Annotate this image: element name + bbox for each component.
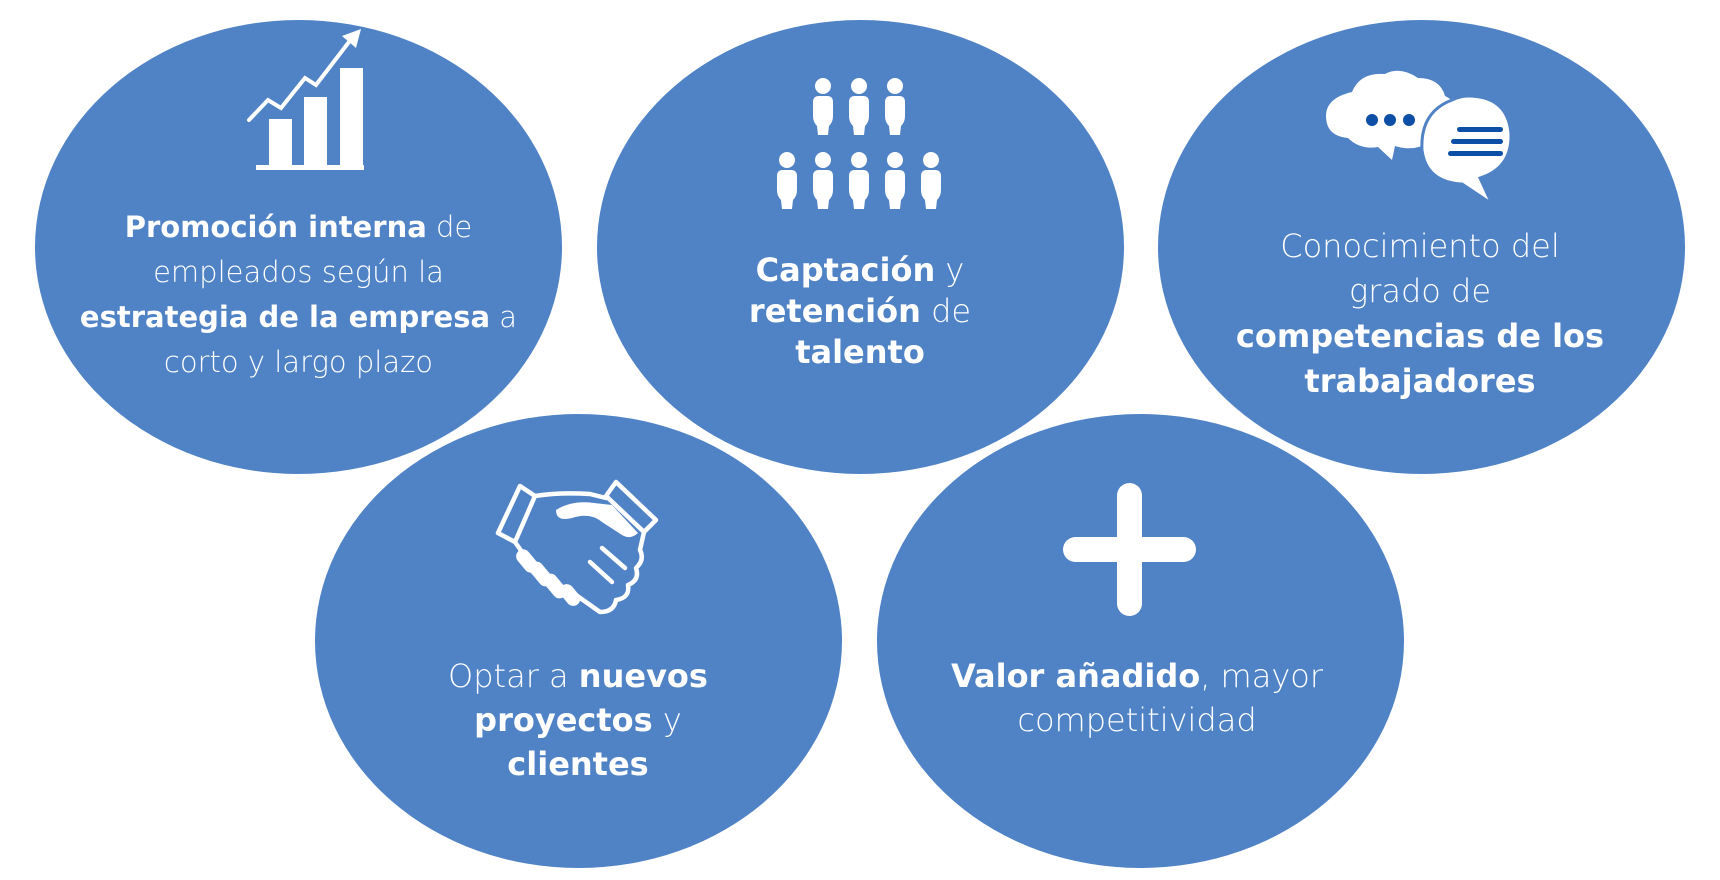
- bubble-text-proyectos: Optar a nuevos proyectos y clientes: [358, 654, 798, 786]
- text-line: retención de: [748, 292, 972, 330]
- text-line: trabajadores: [1304, 362, 1536, 400]
- bubble-nuevos-proyectos: [315, 414, 842, 868]
- chat-bubbles-icon: [1326, 70, 1513, 209]
- text-line: clientes: [507, 745, 649, 783]
- text-line: Conocimiento del: [1280, 227, 1560, 265]
- text-line: corto y largo plazo: [163, 345, 434, 379]
- bubble-text-valor: Valor añadido, mayor competitividad: [917, 654, 1357, 742]
- text-line: talento: [795, 333, 925, 371]
- bubble-captacion-talento: [597, 20, 1124, 474]
- text-line: competencias de los: [1235, 317, 1605, 355]
- text-line: competitividad: [1017, 701, 1257, 739]
- handshake-icon: [495, 479, 659, 615]
- text-line: Valor añadido, mayor: [950, 657, 1323, 695]
- text-line: proyectos y: [474, 701, 682, 739]
- text-line: empleados según la: [153, 255, 444, 289]
- text-line: grado de: [1348, 272, 1492, 310]
- text-line: Promoción interna de: [124, 210, 473, 244]
- bar-chart-growth-icon: [247, 29, 364, 170]
- text-line: Captación y: [755, 251, 965, 289]
- bubble-text-captacion: Captación y retención de talento: [640, 250, 1080, 373]
- bubble-text-conocimiento: Conocimiento del grado de competencias d…: [1200, 224, 1640, 404]
- bubble-text-promocion: Promoción interna de empleados según la …: [55, 205, 542, 385]
- text-line: estrategia de la empresa a: [79, 300, 518, 334]
- bubble-promocion-interna: [35, 20, 562, 474]
- people-group-icon: [777, 78, 941, 209]
- plus-icon: [1063, 483, 1196, 616]
- text-line: Optar a nuevos: [448, 657, 708, 695]
